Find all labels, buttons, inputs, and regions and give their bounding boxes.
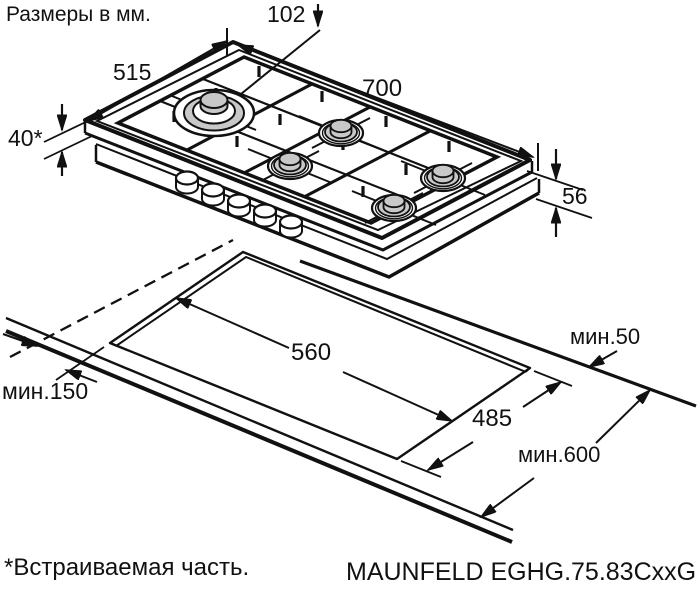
page-title: Размеры в мм.: [6, 3, 151, 26]
cutout-inner-edge: [115, 255, 527, 373]
burner-small: [266, 151, 314, 181]
dim-label-min50: мин.50: [570, 324, 641, 349]
burner-large: [172, 88, 256, 138]
cutout-dimensions: [2, 297, 650, 517]
dim-label-485: 485: [472, 405, 513, 432]
dim-label-40: 40*: [8, 125, 43, 151]
dim-label-700: 700: [362, 75, 403, 102]
dim-label-56: 56: [562, 183, 588, 209]
footnote-built-in-part: *Встраиваемая часть.: [4, 554, 250, 581]
burner-small: [370, 193, 418, 223]
control-knobs: [174, 170, 304, 239]
dim-label-560: 560: [291, 339, 332, 366]
worktop-hidden-left-edge: [9, 238, 234, 359]
worktop-back-edge: [299, 259, 697, 408]
cutout-outline: [108, 250, 532, 461]
model-name: MAUNFELD EGHG.75.83CxxG: [346, 558, 697, 586]
dim-label-102: 102: [267, 1, 306, 27]
burner-small: [317, 118, 365, 148]
dim-label-min150: мин.150: [2, 378, 89, 404]
dim-label-515: 515: [113, 59, 152, 85]
hob-isometric-view: [83, 40, 541, 279]
hob-dimensions: [43, 4, 593, 237]
burner-small: [419, 163, 467, 193]
dim-label-min600: мин.600: [518, 442, 601, 467]
worktop-front-top-edge: [5, 316, 514, 532]
countertop-cutout-view: [5, 238, 697, 544]
worktop-front-bottom-edge: [5, 329, 513, 544]
